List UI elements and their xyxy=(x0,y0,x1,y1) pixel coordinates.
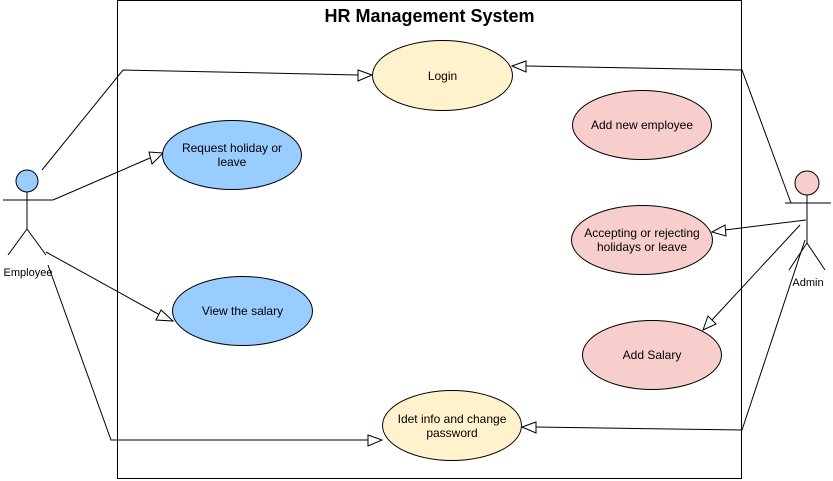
admin-actor-figure xyxy=(785,170,831,271)
arrowhead-request xyxy=(148,151,165,165)
employee-salary-association xyxy=(45,251,161,316)
use-case-edit-info: Idet info and change password xyxy=(382,390,522,461)
use-case-add-employee-label: Add new employee xyxy=(590,118,694,132)
use-case-view-salary-label: View the salary xyxy=(201,304,284,318)
use-case-request-holiday: Request holiday or leave xyxy=(162,120,302,190)
system-title: HR Management System xyxy=(324,6,535,26)
use-case-add-salary: Add Salary xyxy=(582,320,722,390)
arrowhead-login-right xyxy=(510,60,527,73)
use-case-edit-info-label: Idet info and change password xyxy=(397,411,507,440)
employee-actor-head xyxy=(15,169,39,193)
admin-salary-association xyxy=(711,224,801,321)
use-case-add-salary-label: Add Salary xyxy=(622,348,682,362)
use-case-request-holiday-label: Request holiday or leave xyxy=(181,141,283,169)
admin-actor-label: Admin xyxy=(792,277,824,289)
arrowhead-add-salary xyxy=(702,315,717,331)
use-case-accept-reject: Accepting or rejecting holidays or leave xyxy=(571,205,713,275)
use-case-login: Login xyxy=(372,40,513,111)
admin-accept-association xyxy=(724,219,807,231)
employee-actor-label: Employee xyxy=(3,267,53,279)
admin-login-association xyxy=(525,65,792,204)
employee-actor-figure xyxy=(3,169,53,256)
arrowhead-edit-right xyxy=(520,421,537,434)
arrowhead-accept xyxy=(710,224,727,237)
arrowhead-edit-left xyxy=(367,434,384,447)
arrowhead-login-left xyxy=(357,69,374,82)
employee-login-association xyxy=(41,69,359,171)
employee-edit-association xyxy=(47,264,368,441)
use-case-login-label: Login xyxy=(427,68,458,83)
system-boundary xyxy=(117,0,742,479)
use-case-add-employee: Add new employee xyxy=(572,90,712,160)
admin-actor-head xyxy=(794,170,820,196)
employee-request-association xyxy=(52,157,151,201)
use-case-view-salary: View the salary xyxy=(172,276,313,346)
admin-edit-association xyxy=(535,239,806,431)
use-case-accept-reject-label: Accepting or rejecting holidays or leave xyxy=(584,226,700,254)
arrowhead-view-salary xyxy=(155,309,175,322)
